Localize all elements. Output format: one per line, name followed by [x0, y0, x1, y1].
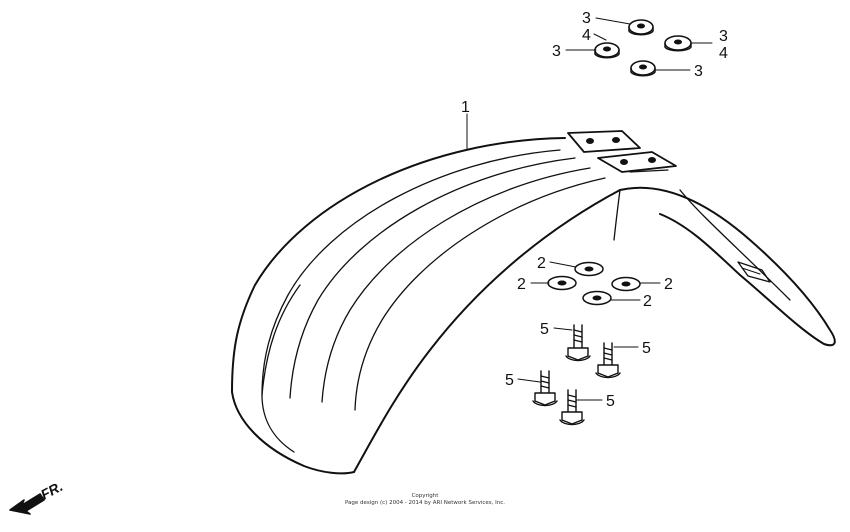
callout-bolt-right: 5	[642, 340, 651, 357]
callout-washer-top: 2	[537, 255, 546, 272]
callout-collar-left: 4	[582, 27, 591, 44]
front-direction-arrow	[9, 493, 45, 515]
callout-bolt-top: 5	[540, 321, 549, 338]
bolt-set	[532, 324, 621, 426]
callout-washer-right: 2	[664, 276, 673, 293]
callout-bolt-left: 5	[505, 372, 514, 389]
callout-grommet-right: 3	[719, 28, 728, 45]
washer-set	[547, 261, 641, 306]
callout-grommet-bottom: 3	[694, 63, 703, 80]
callout-bolt-bottom: 5	[606, 393, 615, 410]
copyright-title: Copyright	[411, 493, 439, 499]
front-fender	[231, 130, 836, 475]
copyright-text: Page design (c) 2004 - 2014 by ARI Netwo…	[344, 500, 506, 506]
grommet-set	[594, 19, 692, 77]
leader-lines	[466, 17, 713, 401]
callout-fender: 1	[461, 99, 470, 116]
callout-washer-left: 2	[517, 276, 526, 293]
callout-grommet-top: 3	[582, 10, 591, 27]
callout-washer-bottom: 2	[643, 293, 652, 310]
callout-labels: 1 3 4 3 3 4 3 2 2 2 2 5 5 5 5 FR.	[38, 10, 728, 503]
copyright-notice: Copyright Page design (c) 2004 - 2014 by…	[290, 493, 560, 507]
callout-collar-right: 4	[719, 45, 728, 62]
callout-grommet-left: 3	[552, 43, 561, 60]
